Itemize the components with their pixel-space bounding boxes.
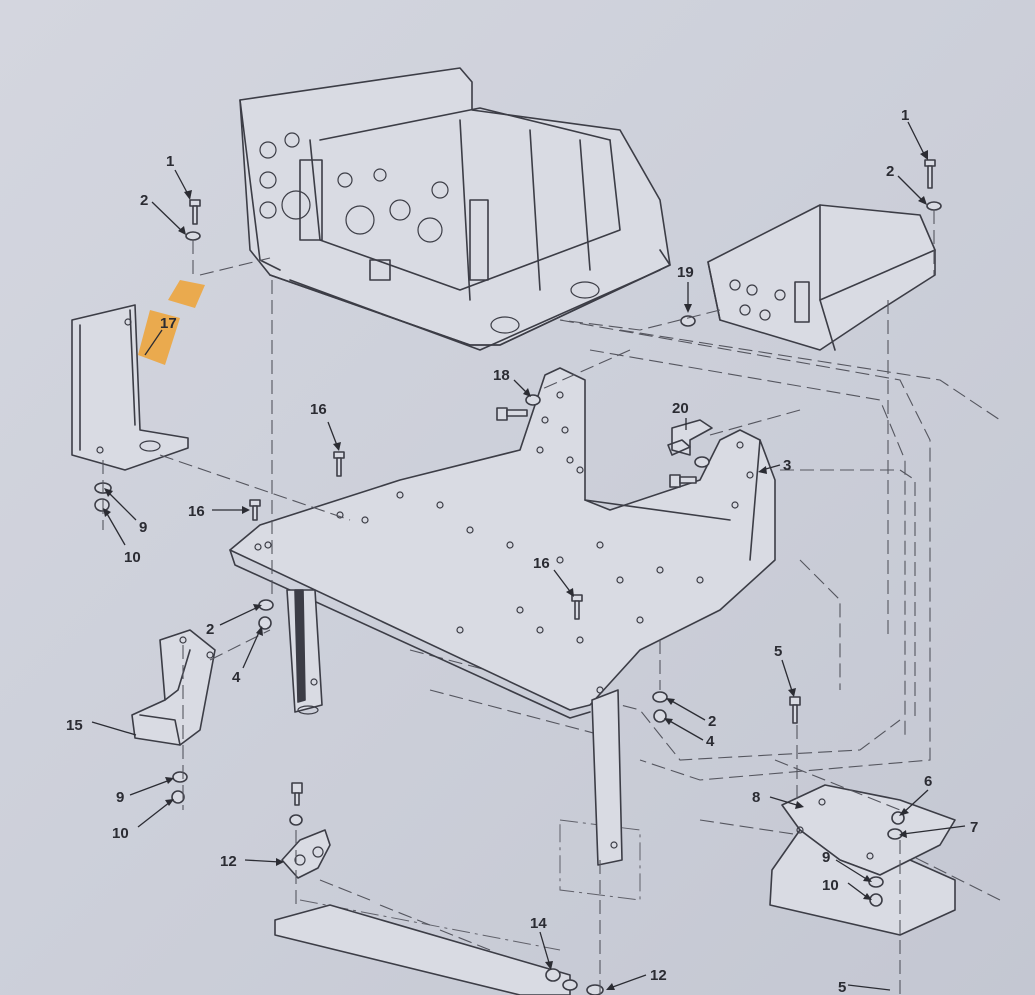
callout-16-top: 16 (310, 401, 327, 418)
callout-7: 7 (970, 819, 978, 836)
callout-15: 15 (66, 717, 83, 734)
callout-5-top: 5 (774, 643, 782, 660)
alignment-lines (102, 210, 935, 995)
callout-19: 19 (677, 264, 694, 281)
callout-4-right-lower: 4 (706, 733, 715, 750)
callout-4-lower-left: 4 (232, 669, 241, 686)
callout-9-right: 9 (822, 849, 830, 866)
callout-9-left: 9 (139, 519, 147, 536)
support-posts (286, 589, 623, 866)
callout-12-left: 12 (220, 853, 237, 870)
highlighter-mark (138, 280, 205, 365)
callout-labels: 1 2 17 1 2 19 18 20 3 16 16 16 9 10 2 4 … (66, 107, 978, 995)
mounting-plate-3 (229, 367, 776, 719)
control-unit (707, 204, 936, 351)
callout-3: 3 (783, 457, 791, 474)
bracket-20 (667, 419, 713, 456)
callout-1-right: 1 (901, 107, 909, 124)
mounting-bracket-17 (71, 304, 189, 471)
callout-1-left: 1 (166, 153, 174, 170)
callout-16-center: 16 (533, 555, 550, 572)
shock-mount-plate-8 (769, 784, 956, 936)
callout-2-lower-left: 2 (206, 621, 214, 638)
callout-16-left: 16 (188, 503, 205, 520)
callout-17: 17 (160, 315, 177, 332)
radio-set (239, 67, 671, 351)
callout-18: 18 (493, 367, 510, 384)
bracket-12 (274, 829, 571, 995)
callout-5-bottom: 5 (838, 979, 846, 995)
callout-2-left: 2 (140, 192, 148, 209)
callout-2-right-lower: 2 (708, 713, 716, 730)
bracket-15 (131, 629, 216, 746)
callout-12-bottom: 12 (650, 967, 667, 984)
callout-14: 14 (530, 915, 547, 932)
callout-20: 20 (672, 400, 689, 417)
hardware (94, 159, 942, 995)
callout-10-right: 10 (822, 877, 839, 894)
callout-6: 6 (924, 773, 932, 790)
callout-10-lower: 10 (112, 825, 129, 842)
callout-10-left: 10 (124, 549, 141, 566)
leader-lines (91, 121, 966, 991)
callout-8: 8 (752, 789, 760, 806)
callout-9-lower: 9 (116, 789, 124, 806)
callout-2-right: 2 (886, 163, 894, 180)
